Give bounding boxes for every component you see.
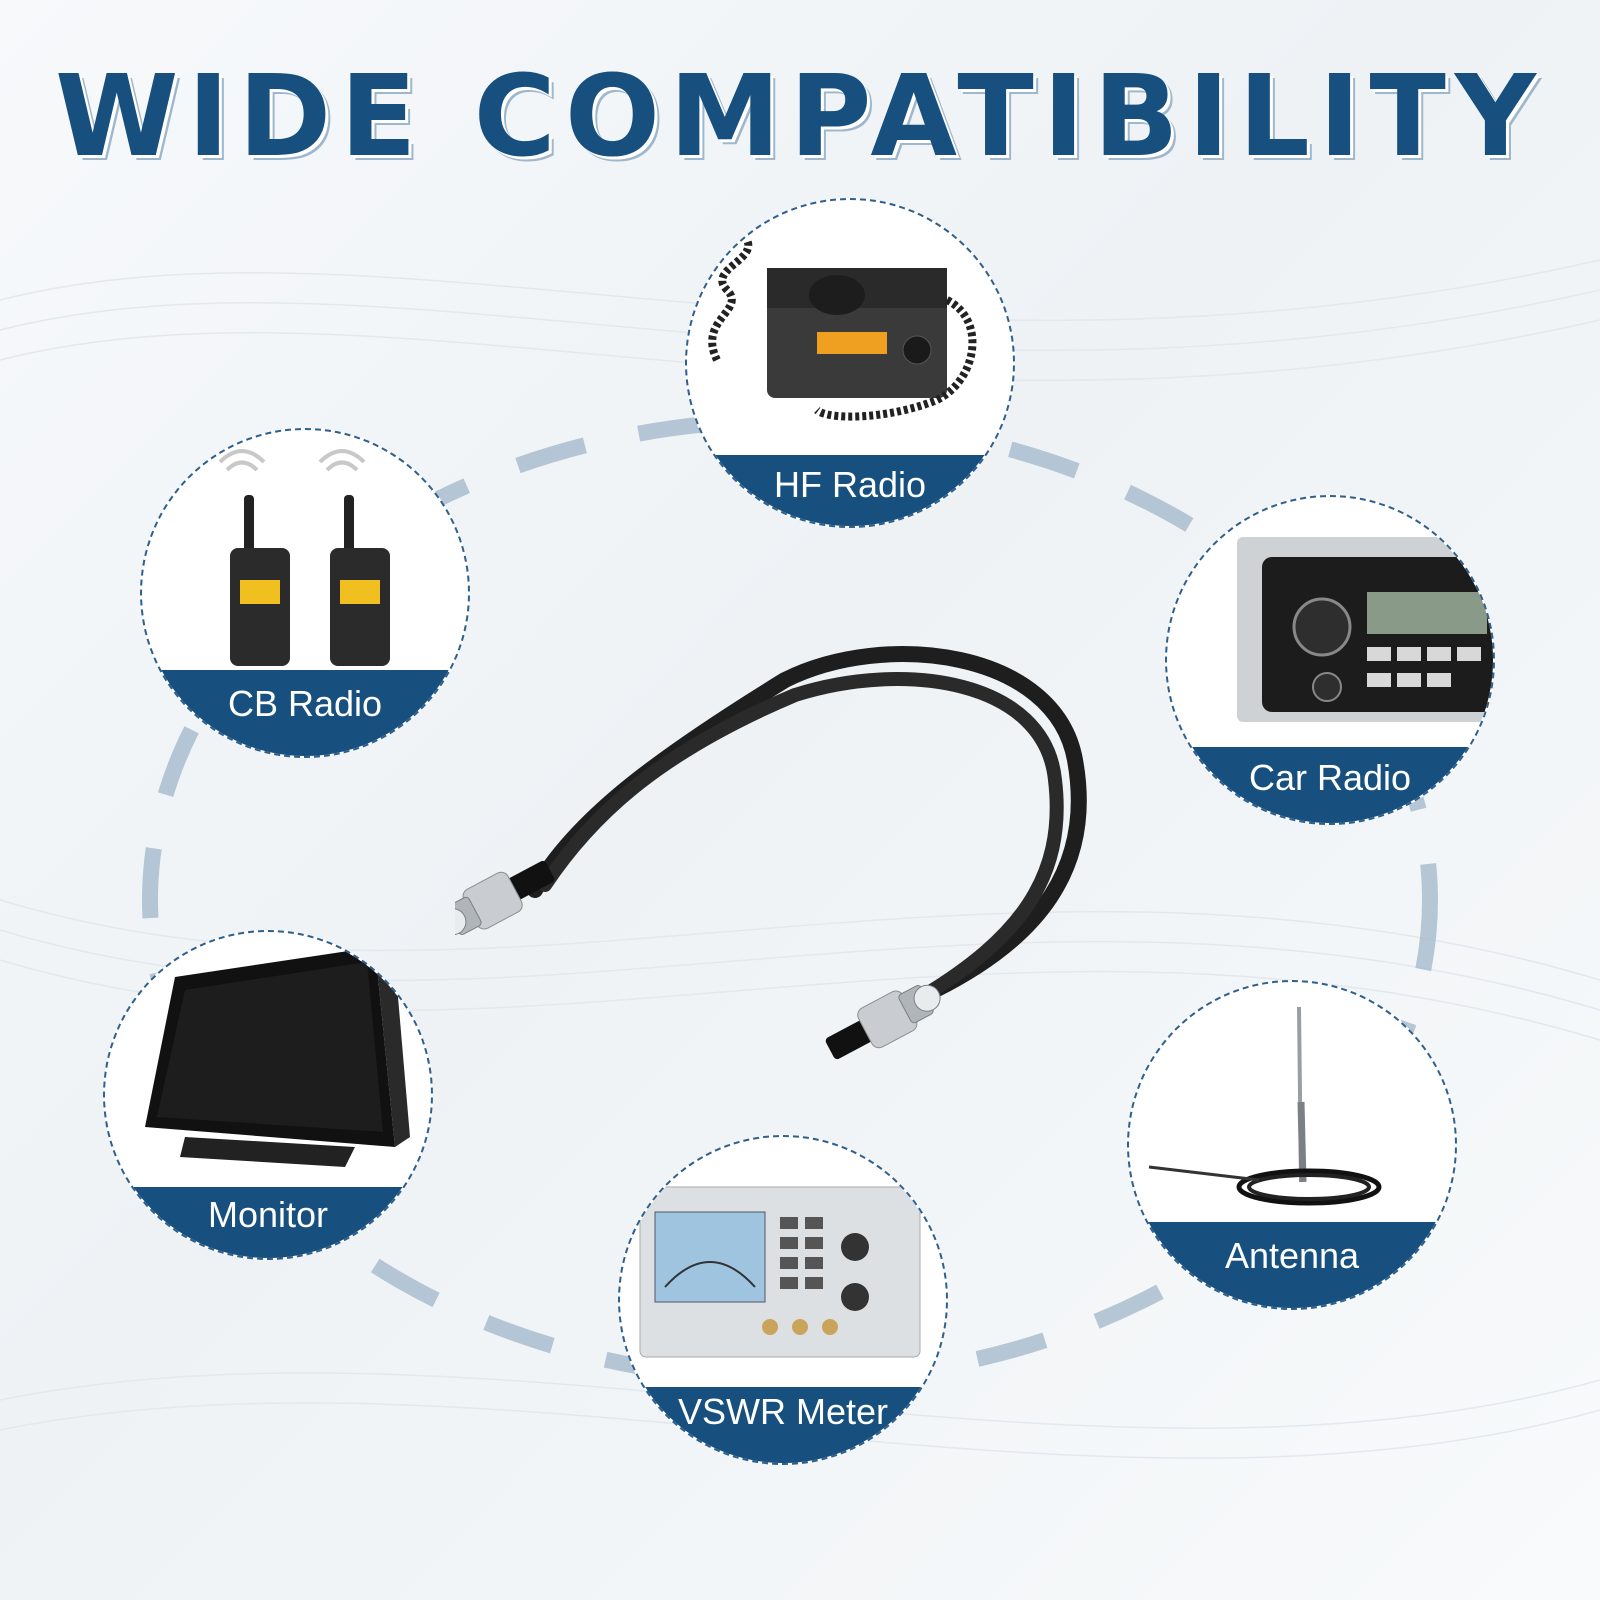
device-monitor: Monitor [103,930,433,1260]
hf-radio-transceiver-icon [708,238,977,421]
device-label: HF Radio [687,455,1013,526]
device-label: CB Radio [142,670,468,756]
bnc-cable-image [455,646,1087,1060]
device-label: VSWR Meter [620,1387,946,1463]
vswr-meter-icon [639,1186,921,1358]
device-vswr-meter: VSWR Meter [618,1135,948,1465]
walkie-talkie-icon [218,449,390,666]
device-car-radio: Car Radio [1165,495,1495,825]
page-title: WIDE COMPATIBILITY [55,52,1545,182]
device-hf-radio: HF Radio [685,198,1015,528]
monitor-icon [145,947,410,1167]
device-label: Car Radio [1167,747,1493,823]
device-label: Monitor [105,1187,431,1258]
device-label: Antenna [1129,1222,1455,1308]
car-stereo-icon [1237,537,1493,722]
device-antenna: Antenna [1127,980,1457,1310]
device-cb-radio: CB Radio [140,428,470,758]
antenna-icon [1148,1006,1382,1206]
